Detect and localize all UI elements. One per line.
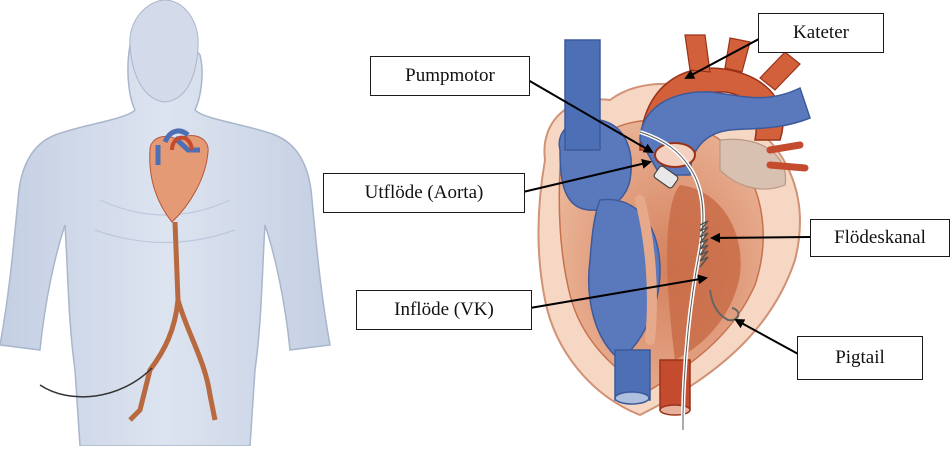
body-figure: [0, 0, 330, 446]
label-utflode-text: Utflöde (Aorta): [365, 182, 484, 204]
label-utflode: Utflöde (Aorta): [323, 173, 525, 213]
heart-detail: [539, 35, 810, 430]
label-kateter-text: Kateter: [793, 22, 849, 44]
superior-vena-cava: [565, 40, 600, 150]
label-flodeskanal-text: Flödeskanal: [834, 227, 926, 249]
arrow-flodeskanal: [712, 237, 810, 238]
aorta-opening: [660, 405, 690, 415]
label-kateter: Kateter: [758, 13, 884, 53]
ivc-opening: [615, 392, 649, 404]
label-flodeskanal: Flödeskanal: [810, 219, 950, 257]
label-inflode-text: Inflöde (VK): [394, 299, 494, 321]
label-pumpmotor: Pumpmotor: [370, 56, 530, 96]
label-pigtail: Pigtail: [797, 336, 923, 380]
body-silhouette: [0, 42, 330, 446]
label-pumpmotor-text: Pumpmotor: [405, 65, 495, 87]
label-inflode: Inflöde (VK): [356, 290, 532, 330]
label-pigtail-text: Pigtail: [835, 347, 885, 369]
